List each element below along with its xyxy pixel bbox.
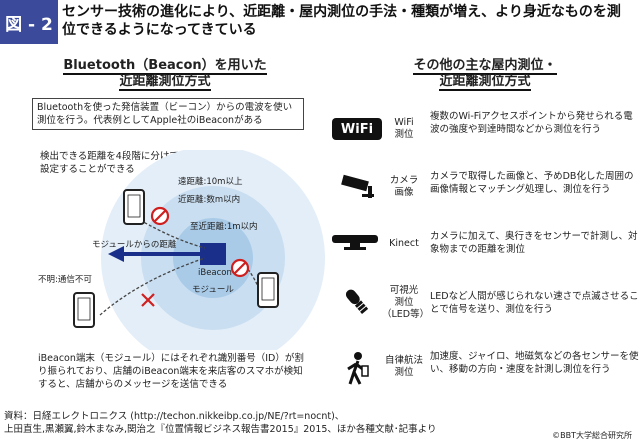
smartphone-icon bbox=[73, 292, 95, 328]
row-desc-led: LEDなど人間が感じられない速さで点滅させることで信号を送り、測位を行う bbox=[430, 291, 639, 315]
label-unknown: 不明:通信不可 bbox=[38, 275, 92, 285]
row-label-wifi: WiFi 測位 bbox=[394, 117, 414, 140]
led-bulb-icon bbox=[345, 289, 369, 314]
right-title-line2: 近距離測位方式 bbox=[439, 74, 531, 91]
walking-person-icon bbox=[347, 352, 369, 385]
ibeacon-explanation: iBeacon端末（モジュール）にはそれぞれ識別番号（ID）が割り振られており、… bbox=[38, 353, 304, 390]
label-module: モジュール bbox=[192, 285, 234, 295]
row-desc-wifi: 複数のWi-Fiアクセスポイントから発せられる電波の強度や到達時間などから測位を… bbox=[430, 111, 633, 135]
right-title-line1: その他の主な屋内測位・ bbox=[413, 58, 557, 75]
row-label-camera: カメラ 画像 bbox=[389, 175, 419, 198]
header: 図 - 2 センサー技術の進化により、近距離・屋内測位の手法・種類が増え、より身… bbox=[0, 0, 640, 44]
row-label-led: 可視光 測位 （LED等） bbox=[382, 285, 430, 320]
prohibit-icon bbox=[150, 206, 170, 226]
cross-mark-icon bbox=[141, 293, 155, 307]
copyright: ©BBT大学総合研究所 bbox=[552, 431, 632, 440]
row-desc-kinect: カメラに加えて、奥行きをセンサーで計測し、対象物までの距離を測位 bbox=[430, 231, 638, 255]
page-title: センサー技術の進化により、近距離・屋内測位の手法・種類が増え、より身近なものを測… bbox=[62, 4, 621, 38]
label-ibeacon: iBeacon bbox=[198, 268, 232, 278]
label-near: 近距離:数m以内 bbox=[178, 195, 241, 205]
label-distance-from-module: モジュールからの距離 bbox=[92, 240, 177, 250]
row-desc-inertial: 加速度、ジャイロ、地磁気などの各センサーを使い、移動の方向・速度を計測し測位を行… bbox=[430, 351, 639, 375]
row-label-kinect: Kinect bbox=[389, 238, 419, 249]
label-far: 遠距離:10m以上 bbox=[178, 177, 243, 187]
wifi-icon: WiFi bbox=[332, 118, 382, 140]
security-camera-icon bbox=[341, 174, 374, 198]
figure-label: 図 - 2 bbox=[0, 0, 58, 44]
arrow-head-icon bbox=[108, 246, 124, 262]
row-label-inertial: 自律航法 測位 bbox=[384, 355, 423, 378]
right-section-title: その他の主な屋内測位・ 近距離測位方式 bbox=[340, 58, 630, 91]
bluetooth-description-box: Bluetoothを使った発信装置（ビーコン）からの電波を使い測位を行う。代表例… bbox=[32, 98, 304, 130]
row-desc-camera: カメラで取得した画像と、予めDB化した周囲の画像情報とマッチング処理し、測位を行… bbox=[430, 171, 634, 195]
left-title-line1: Bluetooth（Beacon）を用いた bbox=[63, 58, 267, 75]
beacon-diagram bbox=[73, 150, 325, 350]
source-line2: 上田直生,黒瀬翼,鈴木まなみ,関治之『位置情報ビジネス報告書2015』2015、… bbox=[4, 424, 437, 435]
smartphone-icon bbox=[257, 272, 279, 308]
left-title-line2: 近距離測位方式 bbox=[119, 74, 211, 91]
distance-note: 検出できる距離を4段階に分けて、設定することができる bbox=[40, 151, 188, 175]
prohibit-icon bbox=[230, 258, 250, 278]
source-footer: 資料：日経エレクトロニクス (http://techon.nikkeibp.co… bbox=[4, 410, 436, 436]
left-section-title: Bluetooth（Beacon）を用いた 近距離測位方式 bbox=[20, 58, 310, 91]
ibeacon-module-icon bbox=[200, 243, 226, 265]
label-immediate: 至近距離:1m以内 bbox=[190, 222, 258, 232]
kinect-sensor-icon bbox=[332, 235, 378, 250]
source-line1: 資料：日経エレクトロニクス (http://techon.nikkeibp.co… bbox=[4, 411, 345, 422]
smartphone-icon bbox=[123, 189, 145, 225]
